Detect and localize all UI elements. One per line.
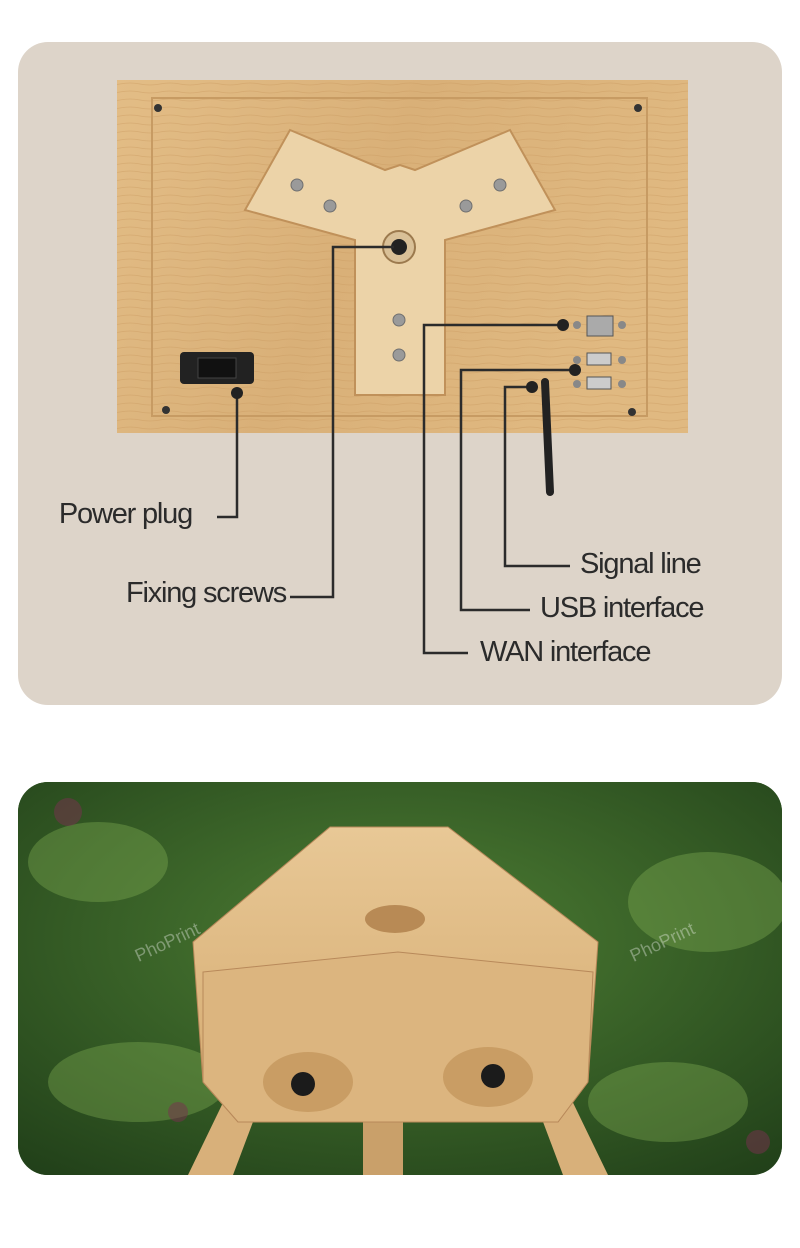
stand-photo: PhoPrint PhoPrint	[18, 782, 782, 1175]
back-panel-diagram: Power plug Fixing screws Signal line USB…	[18, 42, 782, 705]
antenna	[541, 378, 554, 496]
usb-interface-label: USB interface	[540, 592, 705, 624]
wan-port	[586, 315, 614, 337]
screw-knob	[481, 1064, 505, 1088]
power-plug-label: Power plug	[58, 498, 193, 530]
stand-illustration	[18, 782, 782, 1175]
usb-port	[586, 376, 612, 390]
board-illustration	[117, 80, 688, 655]
signal-line-label: Signal line	[580, 548, 702, 580]
screw-knob	[291, 1072, 315, 1096]
fixing-screws-label: Fixing screws	[125, 577, 287, 609]
callout-lines	[217, 245, 575, 655]
wan-interface-label: WAN interface	[480, 636, 651, 668]
usb-port	[586, 352, 612, 366]
